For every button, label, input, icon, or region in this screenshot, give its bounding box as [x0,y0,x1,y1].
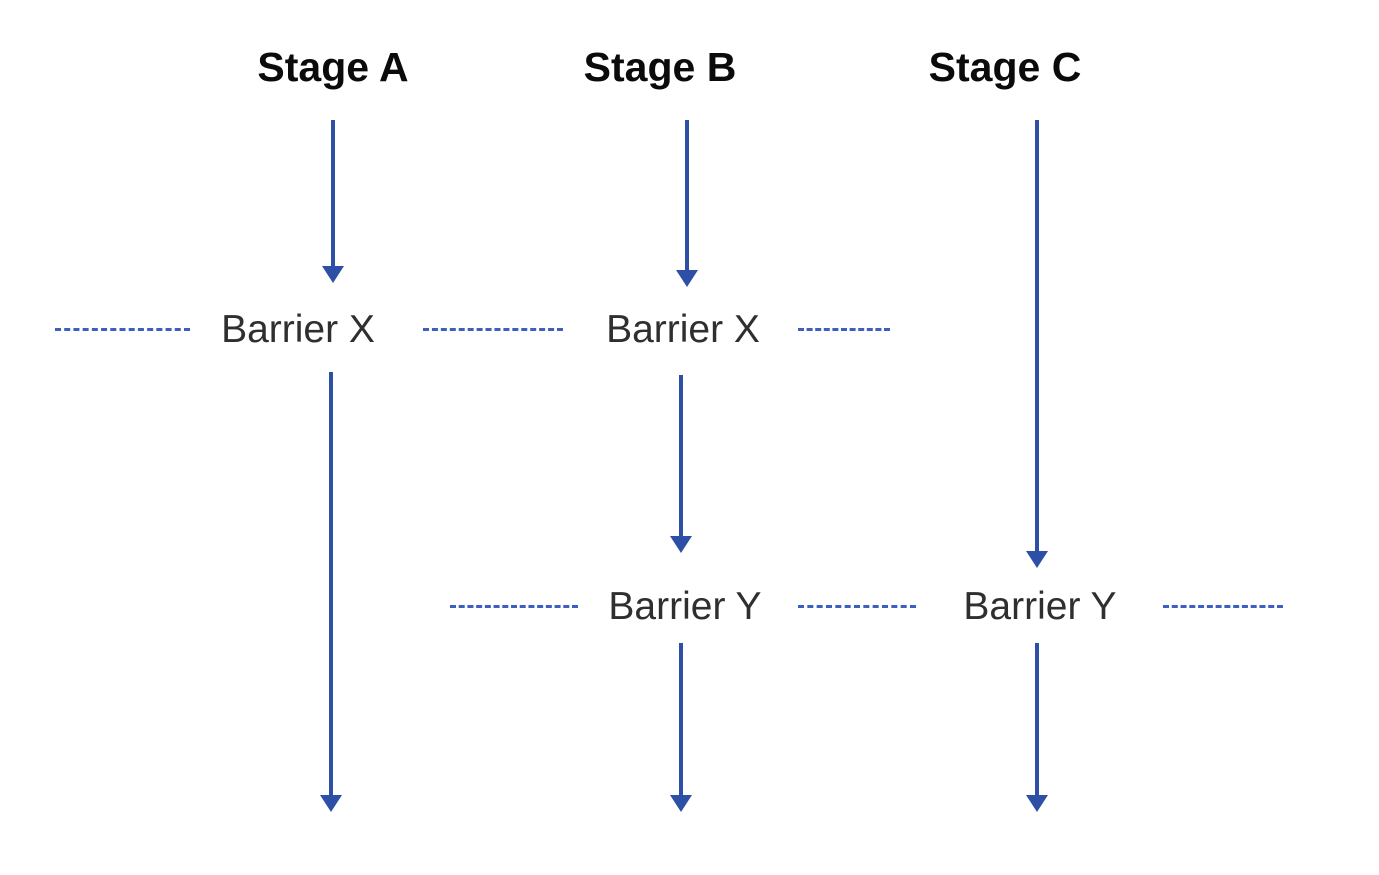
arrow-shaft [1035,120,1039,551]
barrier-y-label-stage-c: Barrier Y [963,585,1117,628]
stage-b-label: Stage B [583,44,737,90]
barrier-x-label-stage-a: Barrier X [221,308,375,351]
barrier-y-label-stage-b: Barrier Y [608,585,762,628]
stage-b-arrow-top [676,120,698,287]
arrowhead-down-icon [322,266,344,283]
arrow-shaft [1035,643,1039,795]
stage-c-arrow-bottom [1026,643,1048,812]
stage-a-arrow-top [322,120,344,283]
barrier-y-dash-right [1163,605,1283,608]
arrowhead-down-icon [676,270,698,287]
arrowhead-down-icon [320,795,342,812]
arrow-shaft [679,375,683,536]
barrier-y-dash-middle [798,605,916,608]
arrowhead-down-icon [1026,551,1048,568]
stage-b-arrow-bottom [670,643,692,812]
arrow-shaft [679,643,683,795]
arrowhead-down-icon [670,795,692,812]
stage-a-arrow-bottom [320,372,342,812]
stage-a-label: Stage A [257,44,409,90]
stage-c-label: Stage C [928,44,1082,90]
arrowhead-down-icon [670,536,692,553]
stage-b-arrow-middle [670,375,692,553]
arrowhead-down-icon [1026,795,1048,812]
barrier-x-label-stage-b: Barrier X [606,308,760,351]
stage-c-arrow-top [1026,120,1048,568]
barrier-y-dash-left [450,605,578,608]
arrow-shaft [685,120,689,270]
barrier-x-dash-middle [423,328,563,331]
arrow-shaft [329,372,333,795]
barrier-x-dash-left [55,328,190,331]
barrier-x-dash-right [798,328,890,331]
arrow-shaft [331,120,335,266]
